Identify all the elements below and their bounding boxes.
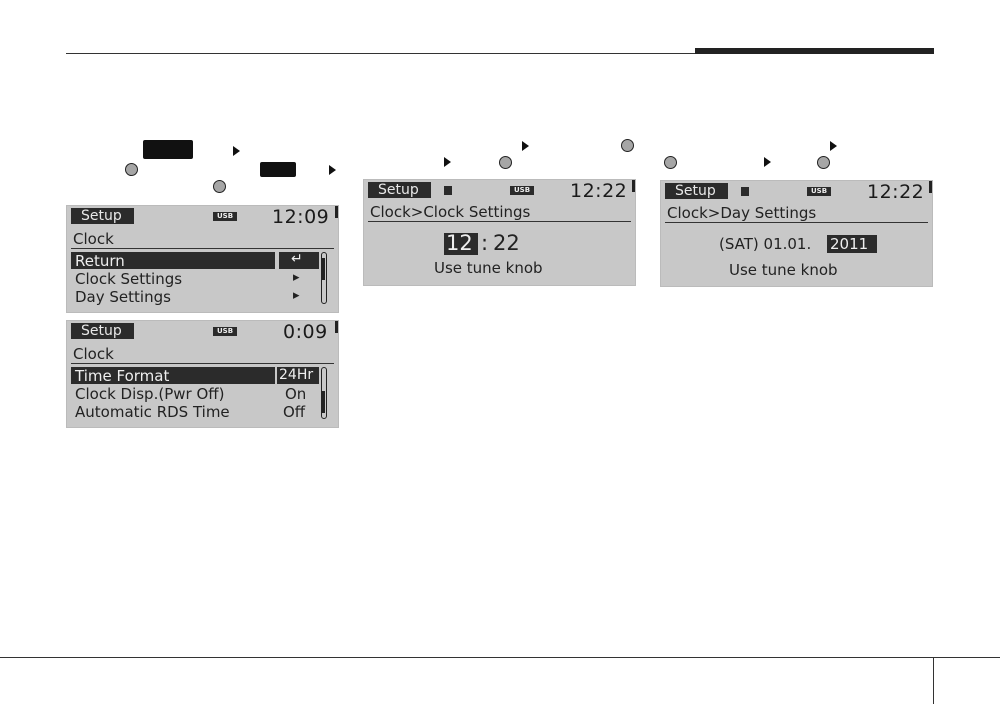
selection-bar xyxy=(71,252,275,269)
screen-title: Clock xyxy=(73,345,114,363)
divider xyxy=(71,363,334,364)
screen-header: Setup xyxy=(665,183,728,199)
rds-time-value: Off xyxy=(283,403,306,421)
setup-key-icon xyxy=(143,140,193,159)
clock-time: 12:22 xyxy=(867,181,925,203)
clock-time: 12:22 xyxy=(570,180,628,202)
usb-icon: USB xyxy=(807,187,831,196)
scroll-cap xyxy=(335,321,338,333)
tune-knob-icon xyxy=(213,180,226,193)
chevron-right-icon: ▸ xyxy=(293,270,300,285)
clock-time: 12:09 xyxy=(272,206,330,228)
scroll-cap xyxy=(335,206,338,218)
screen-title: Clock>Clock Settings xyxy=(370,203,531,221)
screen-header: Setup xyxy=(71,323,134,339)
minute-value[interactable]: 22 xyxy=(493,231,520,255)
usb-icon: USB xyxy=(213,327,237,336)
hour-highlight xyxy=(444,233,478,255)
menu-item-rds-time[interactable]: Automatic RDS Time xyxy=(75,403,230,421)
menu-item-time-format[interactable]: Time Format xyxy=(75,367,170,385)
tune-knob-icon xyxy=(664,156,677,169)
tune-knob-icon xyxy=(817,156,830,169)
arrow-icon xyxy=(233,146,240,156)
lcd-clock-menu: Setup USB 12:09 Clock Return ↵ Clock Set… xyxy=(66,205,339,313)
tune-knob-icon xyxy=(499,156,512,169)
screen-title: Clock xyxy=(73,230,114,248)
usb-icon: USB xyxy=(213,212,237,221)
screen-header: Setup xyxy=(368,182,431,198)
date-value[interactable]: (SAT) 01.01. xyxy=(719,235,812,253)
time-colon: : xyxy=(481,231,489,255)
arrow-icon xyxy=(522,141,529,151)
lcd-clock-options: Setup USB 0:09 Clock Time Format 24Hr Cl… xyxy=(66,320,339,428)
arrow-icon xyxy=(329,165,336,175)
lcd-day-settings: Setup USB 12:22 Clock>Day Settings (SAT)… xyxy=(660,180,933,287)
menu-item-clock-settings[interactable]: Clock Settings xyxy=(75,270,183,288)
tune-knob-hint: Use tune knob xyxy=(729,261,838,279)
arrow-icon xyxy=(830,141,837,151)
divider xyxy=(71,248,334,249)
bottom-rule xyxy=(0,657,1000,658)
scrollbar-thumb xyxy=(322,258,325,280)
clock-disp-value: On xyxy=(285,385,307,403)
arrow-icon xyxy=(444,157,451,167)
time-format-value: 24Hr xyxy=(279,367,314,383)
scrollbar[interactable] xyxy=(321,252,327,304)
selection-value-box xyxy=(279,252,319,269)
hour-value[interactable]: 12 xyxy=(446,231,473,255)
scroll-cap xyxy=(632,180,635,192)
top-rule-bar xyxy=(695,48,934,54)
chevron-right-icon: ▸ xyxy=(293,288,300,303)
year-value[interactable]: 2011 xyxy=(830,235,869,253)
usb-icon: USB xyxy=(510,186,534,195)
tune-knob-hint: Use tune knob xyxy=(434,259,543,277)
clock-key-icon xyxy=(260,162,296,177)
top-rule xyxy=(66,53,934,54)
scrollbar-thumb xyxy=(322,391,325,413)
bluetooth-icon xyxy=(741,187,749,196)
menu-item-clock-disp[interactable]: Clock Disp.(Pwr Off) xyxy=(75,385,225,403)
selection-value-box xyxy=(277,367,319,384)
return-icon: ↵ xyxy=(291,251,303,267)
tune-knob-icon xyxy=(621,139,634,152)
selection-bar xyxy=(71,367,275,384)
scrollbar[interactable] xyxy=(321,367,327,419)
screen-header: Setup xyxy=(71,208,134,224)
screen-title: Clock>Day Settings xyxy=(667,204,817,222)
arrow-icon xyxy=(764,157,771,167)
year-highlight xyxy=(827,235,877,253)
tune-knob-icon xyxy=(125,163,138,176)
menu-item-day-settings[interactable]: Day Settings xyxy=(75,288,171,306)
lcd-clock-settings: Setup USB 12:22 Clock>Clock Settings 12 … xyxy=(363,179,636,286)
bottom-rule-divider xyxy=(933,658,934,704)
bluetooth-icon xyxy=(444,186,452,195)
menu-item-return[interactable]: Return xyxy=(75,252,125,270)
scroll-cap xyxy=(929,181,932,193)
divider xyxy=(368,221,631,222)
clock-time: 0:09 xyxy=(283,321,328,343)
divider xyxy=(665,222,928,223)
